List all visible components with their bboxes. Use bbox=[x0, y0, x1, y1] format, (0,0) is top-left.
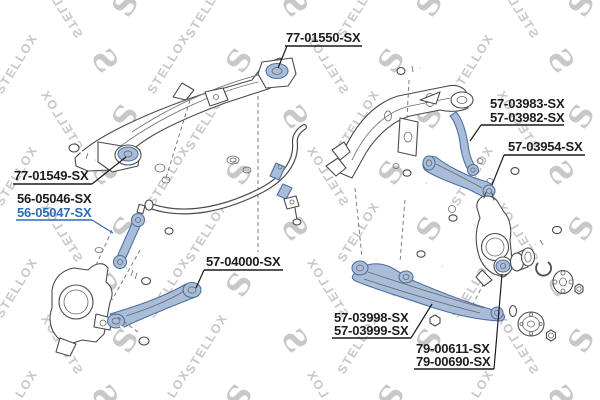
part-number[interactable]: 57-04000-SX bbox=[206, 254, 281, 269]
label-56-05046[interactable]: 56-05046-SX bbox=[17, 191, 92, 206]
watermark-logo: S bbox=[83, 43, 124, 80]
watermark-logo: S bbox=[219, 155, 260, 192]
watermark-logo: S bbox=[105, 0, 146, 23]
watermark-logo: S bbox=[539, 379, 580, 400]
watermark-text: STELLOX bbox=[183, 0, 231, 40]
watermark-logo: S bbox=[539, 43, 580, 80]
label-57-03982[interactable]: 57-03982-SX bbox=[469, 110, 565, 142]
watermark-text: STELLOX bbox=[335, 199, 383, 264]
label-56-05047-selected[interactable]: 56-05047-SX bbox=[16, 205, 114, 234]
leader-line bbox=[410, 303, 433, 339]
upper-arm bbox=[422, 155, 496, 198]
hub-flange bbox=[552, 269, 574, 295]
label-57-03999[interactable]: 57-03999-SX bbox=[332, 303, 433, 339]
part-number[interactable]: 57-03999-SX bbox=[334, 323, 409, 338]
subframe-bushing-rear bbox=[265, 62, 289, 80]
leader-line bbox=[469, 124, 482, 142]
stabilizer-link bbox=[94, 203, 174, 286]
watermark-logo: S bbox=[371, 43, 412, 80]
watermark-logo: S bbox=[219, 43, 260, 80]
label-77-01550[interactable]: 77-01550-SX bbox=[277, 30, 362, 69]
axle-nut bbox=[574, 283, 584, 295]
part-number[interactable]: 56-05046-SX bbox=[17, 191, 92, 206]
watermark-text: STELLOX bbox=[493, 0, 541, 40]
leader-line bbox=[195, 269, 205, 289]
part-number[interactable]: 77-01549-SX bbox=[14, 168, 89, 183]
stabilizer-bushing-clamps bbox=[269, 162, 302, 226]
part-number[interactable]: 57-03998-SX bbox=[334, 310, 409, 325]
leader-line bbox=[91, 219, 114, 234]
knuckle-left bbox=[49, 263, 113, 357]
label-79-00611[interactable]: 79-00611-SX bbox=[416, 341, 490, 356]
rear-subframe-right bbox=[325, 84, 474, 179]
upper-link-vertical bbox=[449, 111, 484, 177]
label-77-01549[interactable]: 77-01549-SX bbox=[13, 156, 127, 185]
trailing-arm bbox=[106, 281, 202, 329]
part-number[interactable]: 57-03983-SX bbox=[490, 96, 565, 111]
watermark-logo: S bbox=[371, 379, 412, 400]
label-79-00690[interactable]: 79-00690-SX bbox=[414, 273, 503, 370]
watermark-logo: S bbox=[409, 0, 450, 23]
leader-line bbox=[493, 273, 503, 370]
watermark-text: STELLOX bbox=[183, 311, 231, 376]
watermark-text: STELLOX bbox=[145, 143, 193, 208]
knuckle-bushing bbox=[493, 256, 513, 276]
part-number[interactable]: 79-00611-SX bbox=[416, 341, 490, 356]
watermark-logo: S bbox=[273, 0, 314, 23]
label-57-04000[interactable]: 57-04000-SX bbox=[195, 254, 283, 289]
callouts: 77-01550-SX 77-01549-SX 56-05046-SX 56-0… bbox=[13, 30, 585, 370]
watermark-logo: S bbox=[219, 379, 260, 400]
label-57-03998[interactable]: 57-03998-SX bbox=[334, 310, 409, 325]
subframe-bolt-top bbox=[396, 65, 421, 119]
watermark-logo: S bbox=[83, 379, 124, 400]
watermark-text: STELLOX bbox=[0, 31, 41, 96]
snap-ring bbox=[535, 261, 552, 277]
watermark-text: STELLOX bbox=[145, 367, 193, 400]
lower-arm bbox=[351, 260, 518, 327]
watermark-logo: S bbox=[273, 211, 314, 248]
watermark-logo: S bbox=[561, 99, 600, 136]
leader-line bbox=[91, 156, 127, 185]
watermark-text: STELLOX bbox=[0, 255, 41, 320]
left-assembly bbox=[49, 57, 307, 357]
watermark-text: STELLOX bbox=[0, 367, 41, 400]
wheel-hub bbox=[517, 311, 545, 337]
knuckle-bolt-top bbox=[448, 205, 475, 226]
upper-arm-bolt bbox=[486, 167, 520, 184]
wheel-bearing bbox=[509, 247, 536, 272]
part-number[interactable]: 77-01550-SX bbox=[286, 30, 361, 45]
watermark-logo: S bbox=[539, 155, 580, 192]
part-number[interactable]: 57-03954-SX bbox=[508, 139, 583, 154]
watermark-text: STELLOX bbox=[37, 87, 85, 152]
watermark-logo: S bbox=[561, 0, 600, 23]
watermark-logo: S bbox=[561, 323, 600, 360]
right-assembly bbox=[325, 65, 584, 342]
watermark-logo: S bbox=[273, 99, 314, 136]
watermark-text: STELLOX bbox=[37, 0, 85, 40]
trailing-arm-bolt bbox=[113, 313, 150, 346]
leader-line bbox=[277, 45, 288, 69]
subframe-bolt-left bbox=[68, 143, 96, 161]
subframe-bolt-lower bbox=[402, 169, 427, 184]
part-number[interactable]: 79-00690-SX bbox=[416, 354, 491, 369]
hub-nut bbox=[545, 329, 557, 342]
leader-line bbox=[491, 154, 505, 186]
watermark-text: STELLOX bbox=[449, 367, 497, 400]
watermark-logo: S bbox=[561, 211, 600, 248]
watermark-logo: S bbox=[219, 267, 260, 304]
watermark-logo: S bbox=[409, 211, 450, 248]
label-57-03983[interactable]: 57-03983-SX bbox=[490, 96, 565, 111]
part-number-selected[interactable]: 56-05047-SX bbox=[17, 205, 92, 220]
hub-bolt bbox=[535, 225, 563, 246]
label-57-03954[interactable]: 57-03954-SX bbox=[491, 139, 585, 186]
watermark-logo: S bbox=[273, 323, 314, 360]
part-number[interactable]: 57-03982-SX bbox=[490, 110, 565, 125]
knuckle-bolt-left bbox=[416, 250, 443, 267]
